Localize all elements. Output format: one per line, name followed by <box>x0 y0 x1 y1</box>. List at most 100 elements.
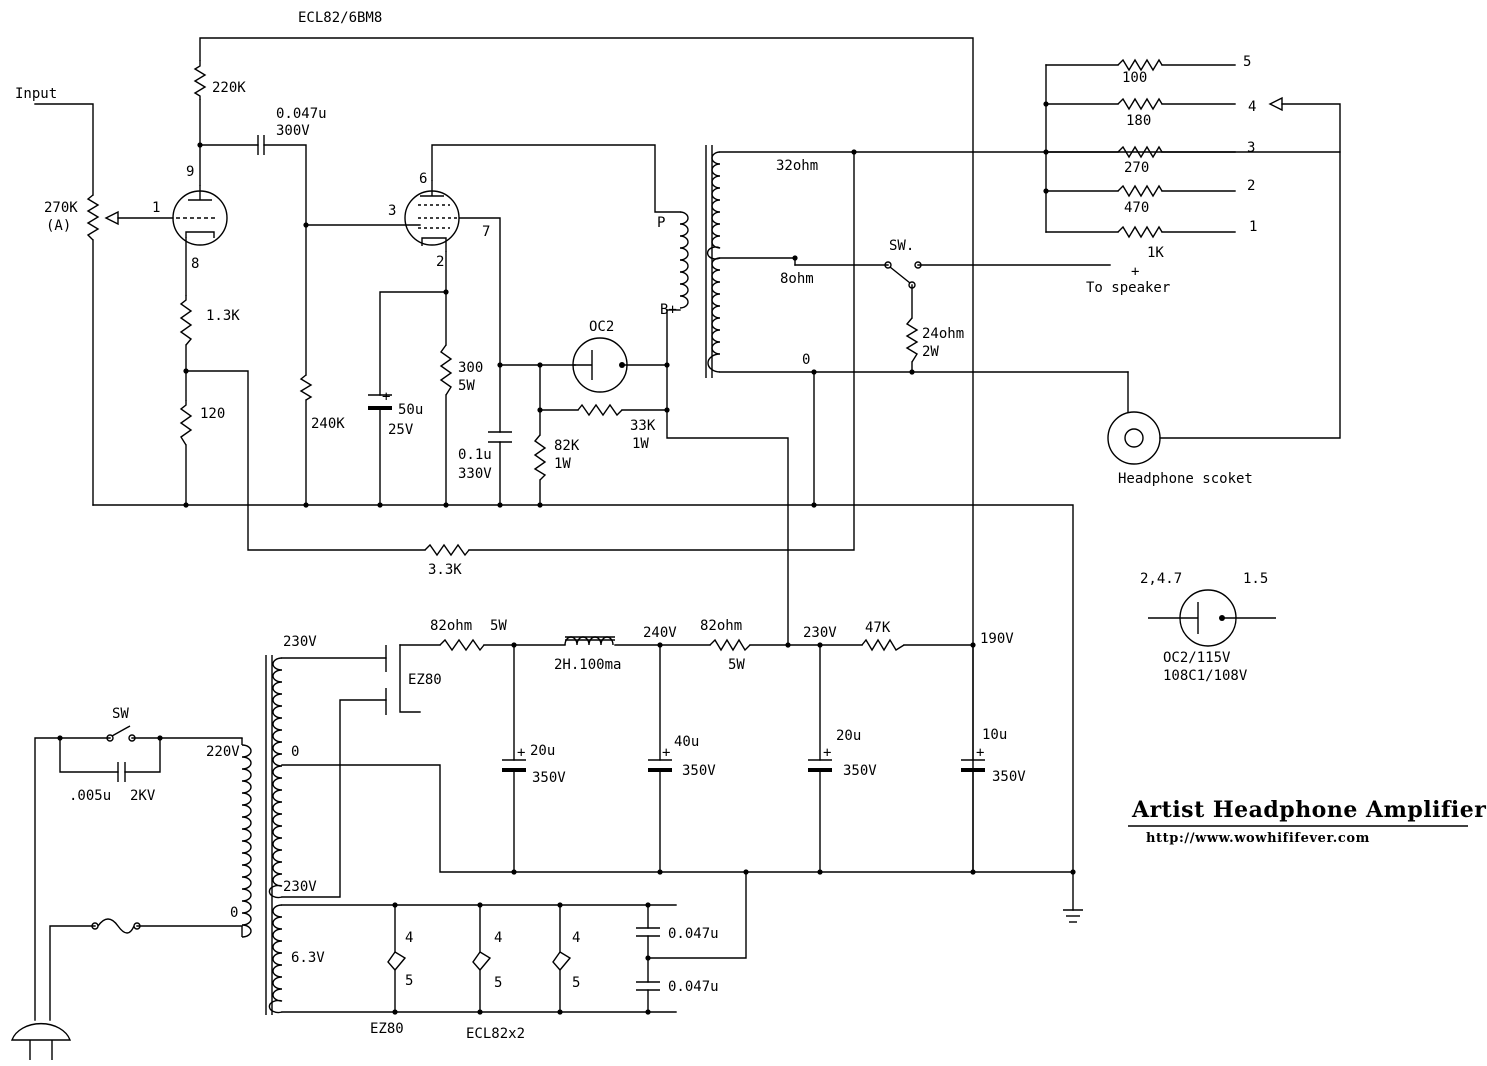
att-r3-label: 270 <box>1124 160 1149 176</box>
att-pos3-label: 3 <box>1247 140 1255 156</box>
mains-cap-voltage: 2KV <box>130 788 156 804</box>
pot-value-label: 270K <box>44 200 78 216</box>
pin9-label: 9 <box>186 164 194 180</box>
mains-switch <box>106 725 136 742</box>
heater1-pin4: 4 <box>405 930 413 946</box>
title-block: Artist Headphone Amplifier http://www.wo… <box>1128 797 1486 846</box>
pentode-tube <box>404 180 460 252</box>
att-pos2-label: 2 <box>1247 178 1255 194</box>
oc2-pins-right: 1.5 <box>1243 571 1268 587</box>
cap-g2-voltage: 330V <box>458 466 492 482</box>
svg-text:+: + <box>517 745 525 761</box>
r-82k-value: 82K <box>554 438 580 454</box>
pin8-label: 8 <box>191 256 199 272</box>
mains-switch-label: SW <box>112 706 129 722</box>
speaker-plus-label: + <box>1131 264 1139 280</box>
fuse <box>91 918 141 934</box>
r-cathode2-label: 120 <box>200 406 225 422</box>
c3-voltage: 350V <box>843 763 877 779</box>
tap-8ohm-label: 8ohm <box>780 271 814 287</box>
r-cathode1-label: 1.3K <box>206 308 240 324</box>
svg-text:+: + <box>823 745 831 761</box>
heater-ecl82-label: ECL82x2 <box>466 1026 525 1042</box>
c2-voltage: 350V <box>682 763 716 779</box>
r-24ohm-power: 2W <box>922 344 939 360</box>
ps-220v: 220V <box>206 744 240 760</box>
ps-0-secondary: 0 <box>291 744 299 760</box>
power-transformer <box>241 655 283 1015</box>
pin7-label: 7 <box>482 224 490 240</box>
wiring <box>34 37 1341 1021</box>
svg-text:+: + <box>662 745 670 761</box>
cap-coupling-voltage: 300V <box>276 123 310 139</box>
heater3-pin5: 5 <box>572 975 580 991</box>
c1-value: 20u <box>530 743 555 759</box>
heater-cap2-label: 0.047u <box>668 979 719 995</box>
oc2-tube <box>572 337 628 393</box>
r-82k-power: 1W <box>554 456 571 472</box>
mains-cap-value: .005u <box>69 788 111 804</box>
output-transformer <box>679 145 721 378</box>
r-82ohm-b-label: 82ohm <box>700 618 742 634</box>
r-33k-power: 1W <box>632 436 649 452</box>
resistor-symbols <box>86 58 1163 652</box>
oc2-equiv2: 108C1/108V <box>1163 668 1248 684</box>
att-pos5-label: 5 <box>1243 54 1251 70</box>
pot-taper-label: (A) <box>46 218 71 234</box>
choke-label: 2H.100ma <box>554 657 621 673</box>
r-grid-label: 240K <box>311 416 345 432</box>
oc2-pins-left: 2,4.7 <box>1140 571 1182 587</box>
pin3-label: 3 <box>388 203 396 219</box>
pin6-label: 6 <box>419 171 427 187</box>
ps-0-primary: 0 <box>230 905 238 921</box>
r-cathode-pen-power: 5W <box>458 378 475 394</box>
cap-coupling-value: 0.047u <box>276 106 327 122</box>
switch-sw-label: SW. <box>889 238 914 254</box>
att-r5-label: 1K <box>1147 245 1164 261</box>
heater1-pin5: 5 <box>405 973 413 989</box>
tube-type-label: ECL82/6BM8 <box>298 10 382 26</box>
r-plate-label: 220K <box>212 80 246 96</box>
choke <box>564 636 615 646</box>
oc2-legend-symbol <box>1148 589 1276 647</box>
ps-230v-top: 230V <box>283 634 317 650</box>
svg-text:+: + <box>382 389 390 405</box>
xfmr-p-label: P <box>657 215 665 231</box>
r-24ohm-label: 24ohm <box>922 326 964 342</box>
svg-text:+: + <box>976 745 984 761</box>
r-82ohm-b-power: 5W <box>728 657 745 673</box>
pot-wiper-arrows <box>104 96 1283 226</box>
r-cathode-pen-value: 300 <box>458 360 483 376</box>
xfmr-bplus-label: B+ <box>660 302 677 318</box>
rectifier-label: EZ80 <box>408 672 442 688</box>
r-47k-label: 47K <box>865 620 891 636</box>
cap-bypass-value: 50u <box>398 402 423 418</box>
cap-bypass-voltage: 25V <box>388 422 414 438</box>
c3-value: 20u <box>836 728 861 744</box>
triode-tube <box>172 185 228 246</box>
tap-0-label: 0 <box>802 352 810 368</box>
polarity-marks: + + + + + <box>382 389 984 761</box>
heater-cap1-label: 0.047u <box>668 926 719 942</box>
schematic-title: Artist Headphone Amplifier <box>1131 797 1486 823</box>
node-190v: 190V <box>980 631 1014 647</box>
att-r2-label: 180 <box>1126 113 1151 129</box>
pin2-label: 2 <box>436 254 444 270</box>
power-supply-labels: 230V 230V 0 220V 0 6.3V SW .005u 2KV EZ8… <box>69 618 1026 1042</box>
oc2-label: OC2 <box>589 319 614 335</box>
att-r1-label: 100 <box>1122 70 1147 86</box>
att-pos4-label: 4 <box>1248 99 1256 115</box>
c2-value: 40u <box>674 734 699 750</box>
r-82ohm-a-power: 5W <box>490 618 507 634</box>
att-r4-label: 470 <box>1124 200 1149 216</box>
input-label: Input <box>15 86 57 102</box>
node-230v: 230V <box>803 625 837 641</box>
heater-ez80-label: EZ80 <box>370 1021 404 1037</box>
heater-filaments <box>387 951 572 971</box>
oc2-equiv1: OC2/115V <box>1163 650 1231 666</box>
output-switch <box>884 261 922 289</box>
junction-dots <box>57 101 1076 1015</box>
att-pos1-label: 1 <box>1249 219 1257 235</box>
capacitor-symbols <box>117 135 985 991</box>
